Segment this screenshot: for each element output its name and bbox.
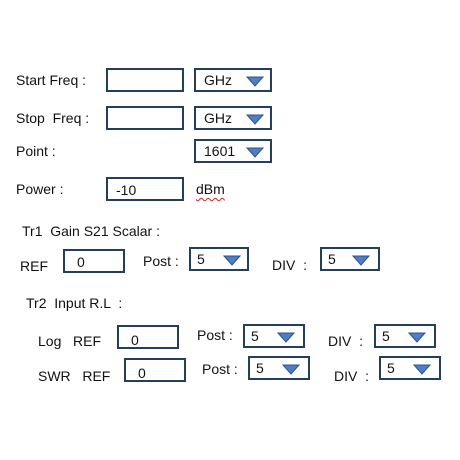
- point-select[interactable]: 1601: [194, 139, 272, 163]
- tr1-ref-value: 0: [77, 254, 85, 270]
- tr2-swr-post-select[interactable]: 5: [248, 356, 310, 380]
- chevron-down-icon: [246, 147, 264, 158]
- tr1-title: Tr1 Gain S21 Scalar :: [22, 223, 160, 239]
- tr2-log-div-label: DIV :: [328, 333, 364, 349]
- tr2-swr-div-label: DIV :: [334, 368, 370, 384]
- tr1-post-value: 5: [197, 251, 205, 267]
- start-freq-unit-select[interactable]: GHz: [194, 68, 272, 92]
- tr1-div-select[interactable]: 5: [320, 247, 380, 271]
- tr2-log-post-select[interactable]: 5: [243, 324, 305, 348]
- start-freq-input[interactable]: [106, 68, 184, 92]
- tr1-div-value: 5: [328, 251, 336, 267]
- chevron-down-icon: [282, 364, 300, 375]
- tr1-ref-label: REF: [20, 258, 48, 274]
- tr2-log-ref-input[interactable]: 0: [117, 325, 179, 349]
- start-freq-label: Start Freq :: [16, 72, 87, 88]
- tr1-ref-input[interactable]: 0: [63, 249, 125, 273]
- power-label: Power :: [16, 181, 64, 197]
- point-label: Point :: [16, 143, 56, 159]
- tr1-post-select[interactable]: 5: [189, 247, 249, 271]
- point-value: 1601: [204, 143, 236, 159]
- tr1-post-label: Post :: [143, 253, 179, 269]
- stop-freq-unit-text: GHz: [204, 110, 232, 126]
- chevron-down-icon: [246, 114, 264, 125]
- tr2-swr-ref-value: 0: [138, 365, 146, 381]
- tr2-swr-post-label: Post :: [202, 361, 238, 377]
- chevron-down-icon: [413, 364, 431, 375]
- chevron-down-icon: [223, 255, 241, 266]
- chevron-down-icon: [246, 76, 264, 87]
- power-unit-label: dBm: [196, 181, 225, 197]
- tr2-log-post-value: 5: [251, 328, 259, 344]
- tr1-div-label: DIV :: [272, 257, 308, 273]
- tr2-log-ref-value: 0: [131, 332, 139, 348]
- tr2-log-div-value: 5: [382, 328, 390, 344]
- chevron-down-icon: [277, 332, 295, 343]
- stop-freq-input[interactable]: [106, 106, 184, 130]
- tr2-swr-div-select[interactable]: 5: [379, 356, 441, 380]
- tr2-log-div-select[interactable]: 5: [374, 324, 436, 348]
- stop-freq-unit-select[interactable]: GHz: [194, 106, 272, 130]
- tr2-swr-post-value: 5: [256, 360, 264, 376]
- tr2-title: Tr2 Input R.L :: [26, 295, 123, 311]
- power-value: -10: [116, 182, 137, 198]
- tr2-swr-ref-input[interactable]: 0: [124, 358, 186, 382]
- tr2-log-ref-label: Log REF: [38, 333, 102, 349]
- tr2-swr-div-value: 5: [387, 360, 395, 376]
- tr2-swr-ref-label: SWR REF: [38, 368, 111, 384]
- chevron-down-icon: [408, 332, 426, 343]
- power-input[interactable]: -10: [106, 177, 184, 201]
- tr2-log-post-label: Post :: [197, 327, 233, 343]
- stop-freq-label: Stop Freq :: [16, 110, 90, 126]
- start-freq-unit-text: GHz: [204, 72, 232, 88]
- chevron-down-icon: [352, 255, 370, 266]
